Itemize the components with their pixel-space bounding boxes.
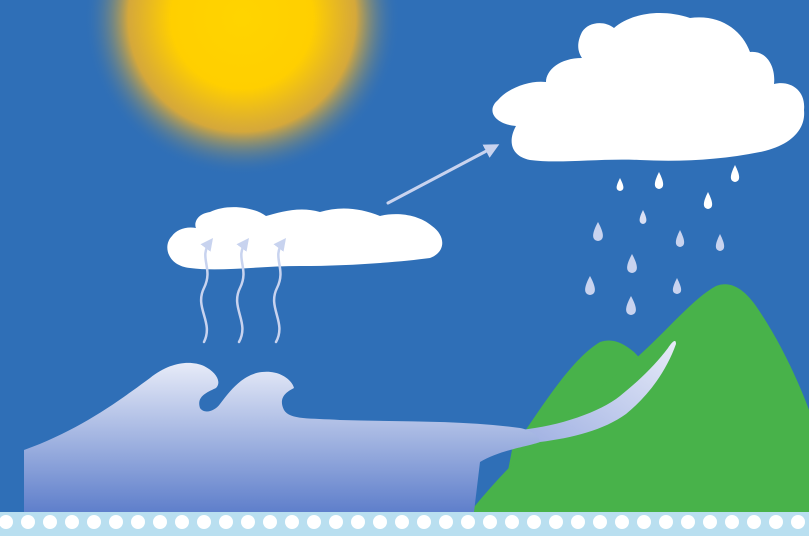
border-dot [593,515,607,529]
border-dot [439,515,453,529]
border-dot [21,515,35,529]
border-dot [329,515,343,529]
border-dot [703,515,717,529]
border-dot [307,515,321,529]
small-cloud [167,207,442,269]
border-dot [483,515,497,529]
border-dot [175,515,189,529]
border-dot [131,515,145,529]
border-dot [43,515,57,529]
border-dot [615,515,629,529]
border-dot [461,515,475,529]
border-dot [637,515,651,529]
border-dot [527,515,541,529]
border-dot [417,515,431,529]
border-dot [197,515,211,529]
border-dot [791,515,805,529]
border-dot [219,515,233,529]
border-dot [681,515,695,529]
border-dot [109,515,123,529]
border-dot [241,515,255,529]
border-dot [395,515,409,529]
border-dot [373,515,387,529]
border-dot [263,515,277,529]
border-dot [747,515,761,529]
border-dot [549,515,563,529]
border-dot [725,515,739,529]
border-dot [153,515,167,529]
border-dot [65,515,79,529]
border-dot [285,515,299,529]
border-dot [351,515,365,529]
border-dot [571,515,585,529]
border-dot [659,515,673,529]
border-dot [505,515,519,529]
border-dot [769,515,783,529]
border-dot [87,515,101,529]
border-dots [0,515,805,529]
